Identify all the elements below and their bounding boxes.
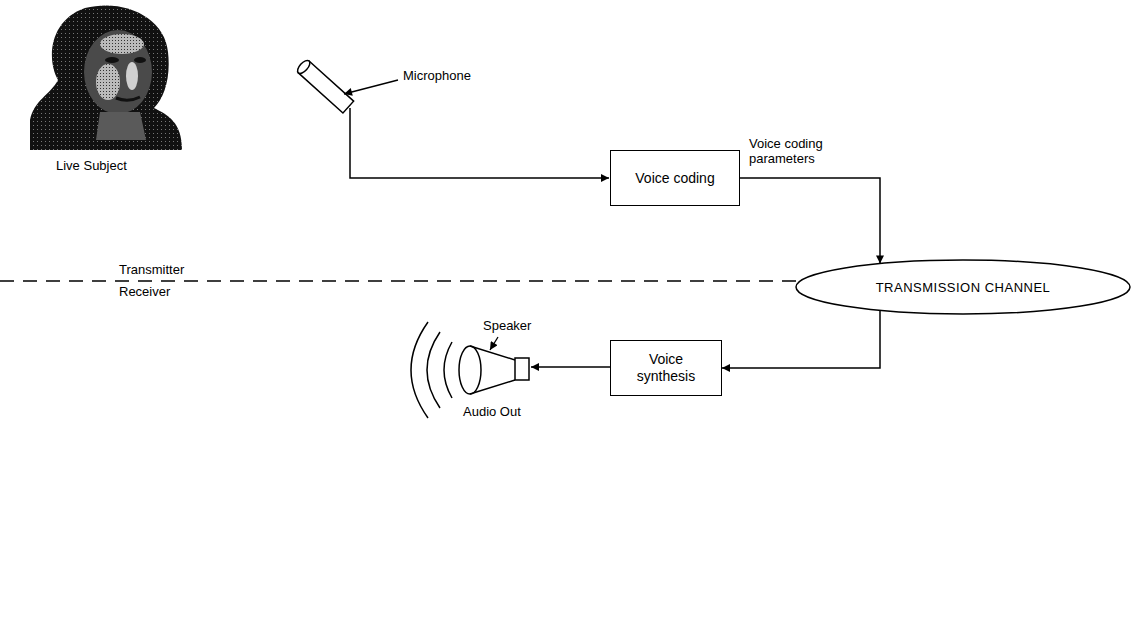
- microphone-symbol: [295, 58, 353, 113]
- part-label: Transmitter: [118, 262, 185, 278]
- edge-label: Voice coding parameters: [748, 136, 850, 166]
- node-text: Voice synthesis: [626, 351, 706, 385]
- microphone-head: [295, 58, 312, 75]
- head-silhouette: [30, 5, 182, 150]
- sound-wave: [411, 322, 428, 418]
- sound-wave: [427, 332, 440, 408]
- ellipse-outline: [796, 260, 1130, 314]
- part-label: Live Subject: [55, 158, 128, 174]
- node-text: Voice coding: [635, 170, 714, 187]
- part-label: Audio Out: [462, 404, 522, 420]
- microphone-wire: [350, 108, 609, 178]
- part-label: Receiver: [118, 284, 171, 300]
- part-label: Speaker: [482, 318, 532, 334]
- nose-highlight: [126, 62, 138, 90]
- speaker-magnet: [515, 358, 529, 380]
- forehead-highlight: [100, 34, 144, 54]
- speaker-cone: [470, 346, 515, 394]
- node-text: TRANSMISSION CHANNEL: [876, 279, 1051, 296]
- speaker-cone-mouth: [459, 346, 481, 394]
- connector-arrow: [722, 310, 880, 368]
- microphone-leader: [344, 80, 398, 94]
- connector-arrow: [740, 178, 880, 264]
- cheek-highlight: [96, 64, 120, 100]
- speaker-wire: [531, 366, 610, 368]
- process-box: Voice coding: [610, 150, 740, 206]
- eye: [105, 57, 119, 63]
- channel-ellipse: TRANSMISSION CHANNEL: [795, 259, 1131, 315]
- speaker-leader: [490, 337, 498, 350]
- eye: [134, 57, 146, 63]
- process-box: Voice synthesis: [610, 340, 722, 396]
- part-label: Microphone: [402, 68, 472, 84]
- portrait: [30, 5, 182, 150]
- face: [84, 30, 152, 114]
- sound-wave: [444, 342, 452, 398]
- mouth: [116, 97, 140, 100]
- boundary-line: [0, 280, 797, 281]
- neck: [96, 112, 146, 140]
